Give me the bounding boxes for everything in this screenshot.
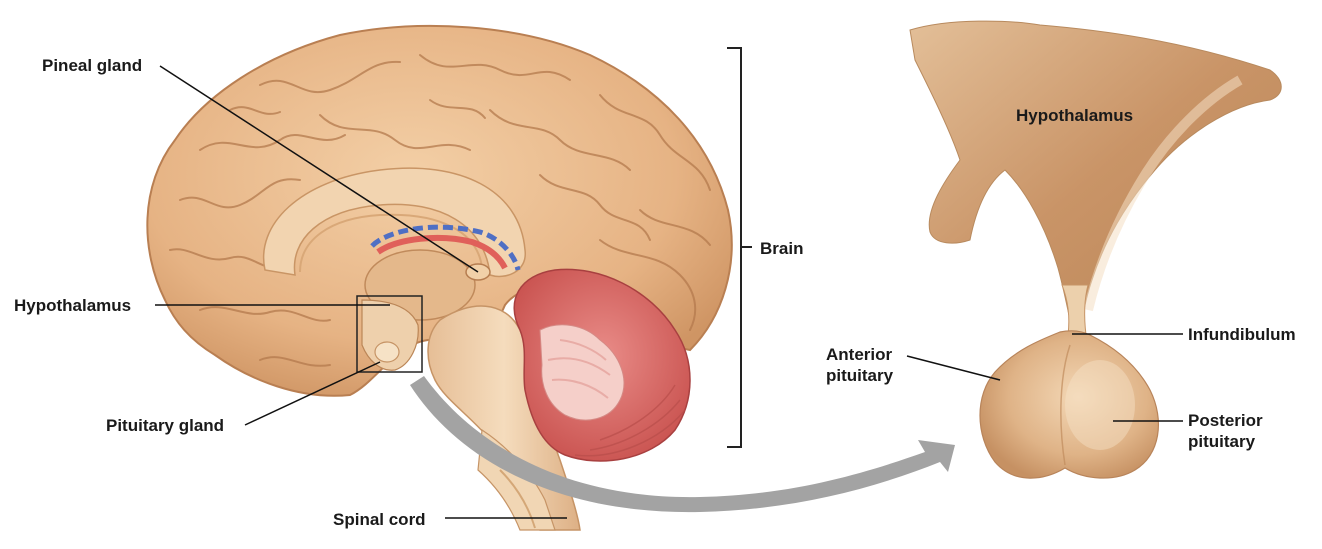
label-hypothalamus-left: Hypothalamus [14,296,132,315]
gyri [169,54,711,367]
label-infundibulum: Infundibulum [1188,325,1296,344]
brain-bracket [727,47,752,448]
zoom-box [356,295,423,373]
label-pineal-gland: Pineal gland [42,56,143,75]
thalamus [364,249,476,321]
label-posterior-line2: pituitary [1188,432,1256,451]
infundibulum-stalk [1061,284,1089,336]
brain-illustration [146,24,733,531]
label-anterior-pituitary: Anterior pituitary [826,344,893,386]
choroid-plexus [376,234,508,270]
label-posterior-pituitary: Posterior pituitary [1188,410,1263,452]
label-posterior-line1: Posterior [1188,411,1263,430]
lateral-ventricle [370,224,521,271]
arbor-vitae [539,324,625,421]
leader-pituitary [244,361,381,426]
label-spinal-cord: Spinal cord [333,510,426,529]
leader-lines [155,65,1183,519]
pituitary-illustration [909,20,1282,479]
label-brain: Brain [760,239,804,258]
label-anterior-line2: pituitary [826,366,894,385]
label-anterior-line1: Anterior [826,345,893,364]
pituitary-small [374,341,400,363]
leader-pineal [159,65,479,273]
label-hypothalamus-right: Hypothalamus [1016,106,1134,125]
leader-anterior [906,355,1001,381]
zoom-arrow [410,376,955,513]
pituitary-body [979,330,1159,479]
label-pituitary-gland: Pituitary gland [106,416,225,435]
